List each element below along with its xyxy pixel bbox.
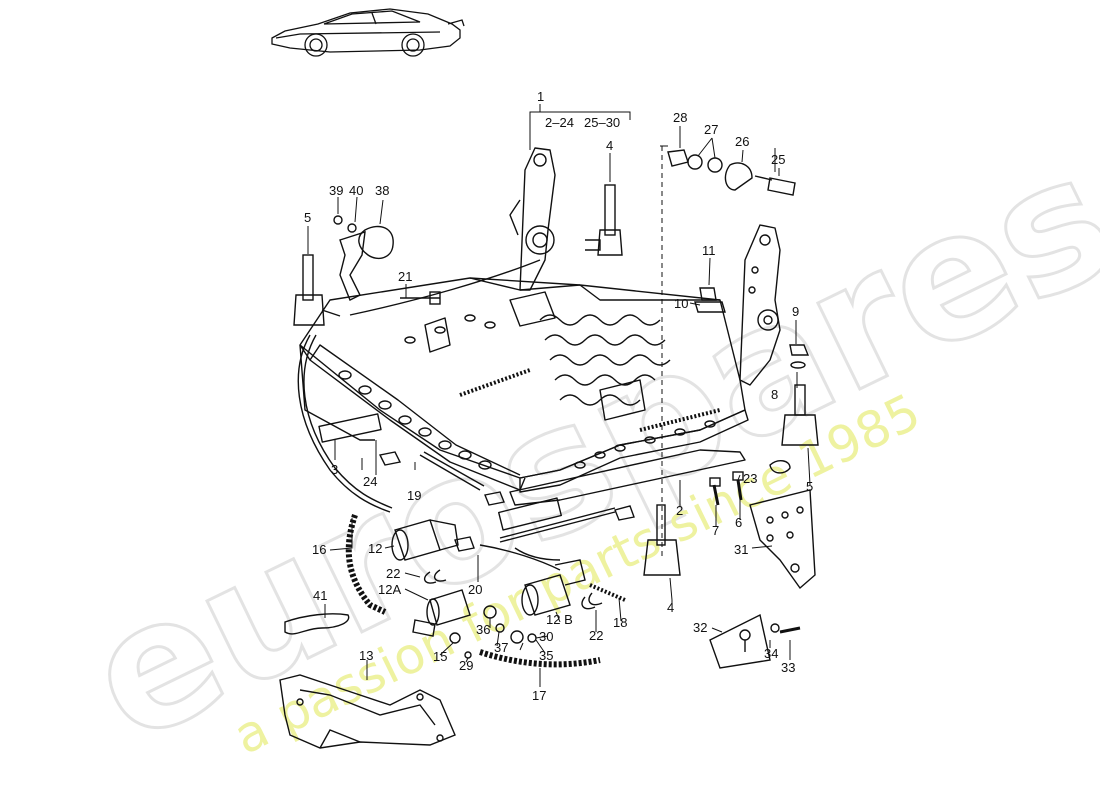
callout-8: 8 — [771, 387, 778, 402]
callout-11: 11 — [702, 243, 716, 258]
callout-27: 27 — [704, 122, 718, 137]
callout-31: 31 — [734, 542, 748, 557]
callout-4-lower: 4 — [667, 600, 674, 615]
bracket-right-label: 25–30 — [584, 115, 620, 130]
height-spindle-lower — [643, 504, 681, 576]
callout-34: 34 — [764, 646, 778, 661]
height-spindle-right — [781, 384, 819, 446]
callout-32: 32 — [693, 620, 707, 635]
callout-5: 5 — [304, 210, 311, 225]
watermark: eurospares a passion for parts since 198… — [58, 114, 1100, 785]
callout-21: 21 — [398, 269, 412, 284]
callout-5-right: 5 — [806, 479, 813, 494]
callout-22-left: 22 — [386, 566, 400, 581]
callout-25: 25 — [771, 152, 785, 167]
callout-12B: 12 B — [546, 612, 573, 627]
motor-12A — [412, 589, 471, 637]
callout-22-right: 22 — [589, 628, 603, 643]
callout-39: 39 — [329, 183, 343, 198]
callout-41: 41 — [313, 588, 327, 603]
callout-29: 29 — [459, 658, 473, 673]
frame-holes — [338, 314, 716, 470]
callout-4: 4 — [606, 138, 613, 153]
callouts: 1 2–24 25–30 28 27 26 25 4 39 40 38 5 21… — [304, 89, 813, 703]
callout-37: 37 — [494, 640, 508, 655]
callout-38: 38 — [375, 183, 389, 198]
callout-18: 18 — [613, 615, 627, 630]
callout-20: 20 — [468, 582, 482, 597]
callout-10: 10 — [674, 296, 688, 311]
seat-frame — [299, 147, 781, 531]
callout-33: 33 — [781, 660, 795, 675]
callout-12A: 12A — [378, 582, 401, 597]
bracket-left-label: 2–24 — [545, 115, 574, 130]
height-spindle-left — [293, 254, 341, 326]
callout-3: 3 — [331, 462, 338, 477]
callout-19: 19 — [407, 488, 421, 503]
callout-28: 28 — [673, 110, 687, 125]
motor-12B — [521, 559, 586, 616]
callout-35: 35 — [539, 648, 553, 663]
car-thumbnail — [271, 8, 465, 57]
callout-16: 16 — [312, 542, 326, 557]
cover-knob — [339, 225, 394, 301]
callout-23: 23 — [743, 471, 757, 486]
callout-17: 17 — [532, 688, 546, 703]
watermark-brand: eurospares — [59, 115, 1100, 783]
lower-bracket — [279, 674, 456, 749]
callout-7: 7 — [712, 523, 719, 538]
callout-30: 30 — [539, 629, 553, 644]
callout-2: 2 — [676, 503, 683, 518]
leader-lines — [307, 104, 811, 687]
motor-upper — [391, 519, 459, 561]
callout-26: 26 — [735, 134, 749, 149]
callout-9: 9 — [792, 304, 799, 319]
callout-12: 12 — [368, 541, 382, 556]
parts — [279, 149, 819, 749]
callout-6: 6 — [735, 515, 742, 530]
bracket-top-label: 1 — [537, 89, 544, 104]
callout-40: 40 — [349, 183, 363, 198]
callout-15: 15 — [433, 649, 447, 664]
callout-36: 36 — [476, 622, 490, 637]
callout-24: 24 — [363, 474, 377, 489]
height-spindle-upper — [585, 184, 623, 256]
callout-13: 13 — [359, 648, 373, 663]
